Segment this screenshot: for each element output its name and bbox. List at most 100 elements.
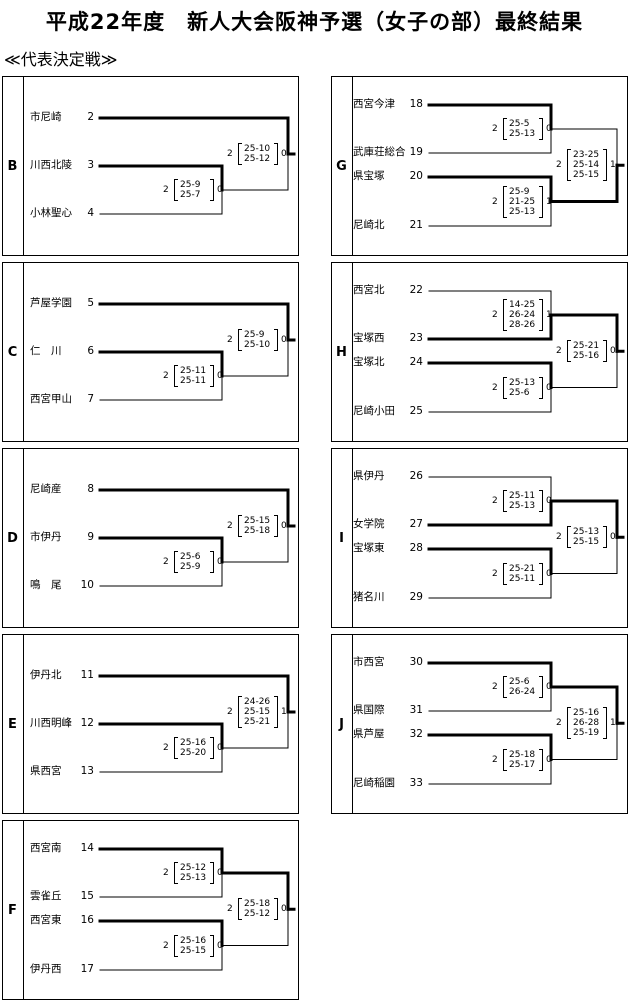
set-score: 28-26 [509,320,536,330]
left-set-count: 2 [492,196,498,207]
score-bracket [174,365,214,387]
score-bracket [174,862,214,884]
set-score: 25-6 [509,677,530,687]
team-name: 芦屋学園 [30,297,72,309]
bracket-left-edge [174,737,178,759]
right-set-count: 0 [217,185,223,195]
group-letter: C [2,262,24,442]
bracket-lines [98,116,296,215]
left-set-count: 2 [556,532,562,543]
team-seed: 6 [87,345,94,357]
left-set-count: 2 [227,904,233,915]
bracket-right-edge [539,299,543,331]
team-name: 仁 川 [30,345,62,357]
bracket-right-edge [210,862,214,884]
set-score: 25-6 [509,387,530,398]
group-letter: H [331,262,353,442]
bracket-lines [427,661,625,785]
left-set-count: 2 [163,868,169,878]
right-set-count: 1 [610,160,616,171]
bracket-lines [98,488,296,587]
group-frame [331,448,628,628]
right-set-count: 0 [217,868,223,878]
score-bracket [238,143,278,165]
bracket-right-edge [274,329,278,351]
bracket-right-edge [539,118,543,140]
left-set-count: 2 [556,718,562,729]
bracket-right-edge [603,340,607,363]
team-name: 西宮北 [353,284,385,296]
team-name: 県国際 [353,704,385,716]
team-seed: 19 [409,146,423,158]
team-name: 武庫荘総合 [353,146,406,158]
bracket-right-edge [539,676,543,698]
bracket-left-edge [238,898,242,921]
bracket-left-edge [567,149,571,182]
score-bracket [503,676,543,698]
set-score: 25-16 [573,708,600,719]
team-name: 宝塚北 [353,356,385,368]
left-set-count: 2 [492,382,498,393]
set-score: 21-25 [509,196,536,207]
team-seed: 26 [409,470,423,482]
set-score: 25-13 [509,206,536,217]
left-set-count: 2 [227,521,233,531]
team-seed: 4 [87,207,94,219]
score-bracket [503,562,543,585]
team-seed: 28 [409,542,423,554]
left-set-count: 2 [163,185,169,195]
left-set-count: 2 [492,682,498,692]
bracket-left-edge [567,340,571,363]
team-name: 尼崎北 [353,219,385,231]
set-score: 25-15 [573,170,600,181]
score-bracket [567,340,607,363]
bracket-right-edge [274,696,278,728]
set-score: 25-11 [180,376,207,386]
set-score: 25-15 [180,945,207,956]
bracket-right-edge [603,707,607,740]
right-set-count: 0 [546,124,552,134]
team-name: 宝塚東 [353,542,385,554]
set-score: 25-10 [244,340,271,350]
score-bracket [174,551,214,573]
team-name: 尼崎小田 [353,405,395,417]
team-name: 西宮甲山 [30,393,72,405]
right-set-count: 0 [546,682,552,692]
score-bracket [503,185,543,218]
bracket-left-edge [238,143,242,165]
team-name: 市伊丹 [30,531,62,543]
set-score: 26-24 [509,687,536,697]
team-seed: 24 [409,356,423,368]
set-score: 25-9 [509,186,530,197]
team-name: 伊丹西 [30,963,62,975]
set-score: 14-25 [509,300,536,310]
team-name: 川西北陵 [30,159,72,171]
set-score: 25-11 [509,573,536,584]
team-seed: 9 [87,531,94,543]
team-name: 県伊丹 [353,470,385,482]
left-set-count: 2 [492,124,498,134]
right-set-count: 1 [281,707,287,717]
score-bracket [238,898,278,921]
team-seed: 17 [80,963,94,975]
bracket-left-edge [503,748,507,771]
right-set-count: 1 [546,196,552,207]
bracket-right-edge [603,149,607,182]
set-score: 25-21 [244,717,271,727]
set-score: 26-24 [509,310,536,320]
bracket-right-edge [603,526,607,549]
group-frame [2,262,299,442]
team-name: 県宝塚 [353,170,385,182]
group-frame [331,262,628,442]
set-score: 25-14 [573,160,600,171]
score-bracket [238,329,278,351]
page-title: 平成22年度 新人大会阪神予選（女子の部）最終結果 [45,10,584,34]
right-set-count: 1 [610,718,616,729]
set-score: 25-16 [180,935,207,946]
score-bracket [567,707,607,740]
left-set-count: 2 [556,346,562,357]
bracket-left-edge [174,934,178,957]
score-bracket [567,526,607,549]
